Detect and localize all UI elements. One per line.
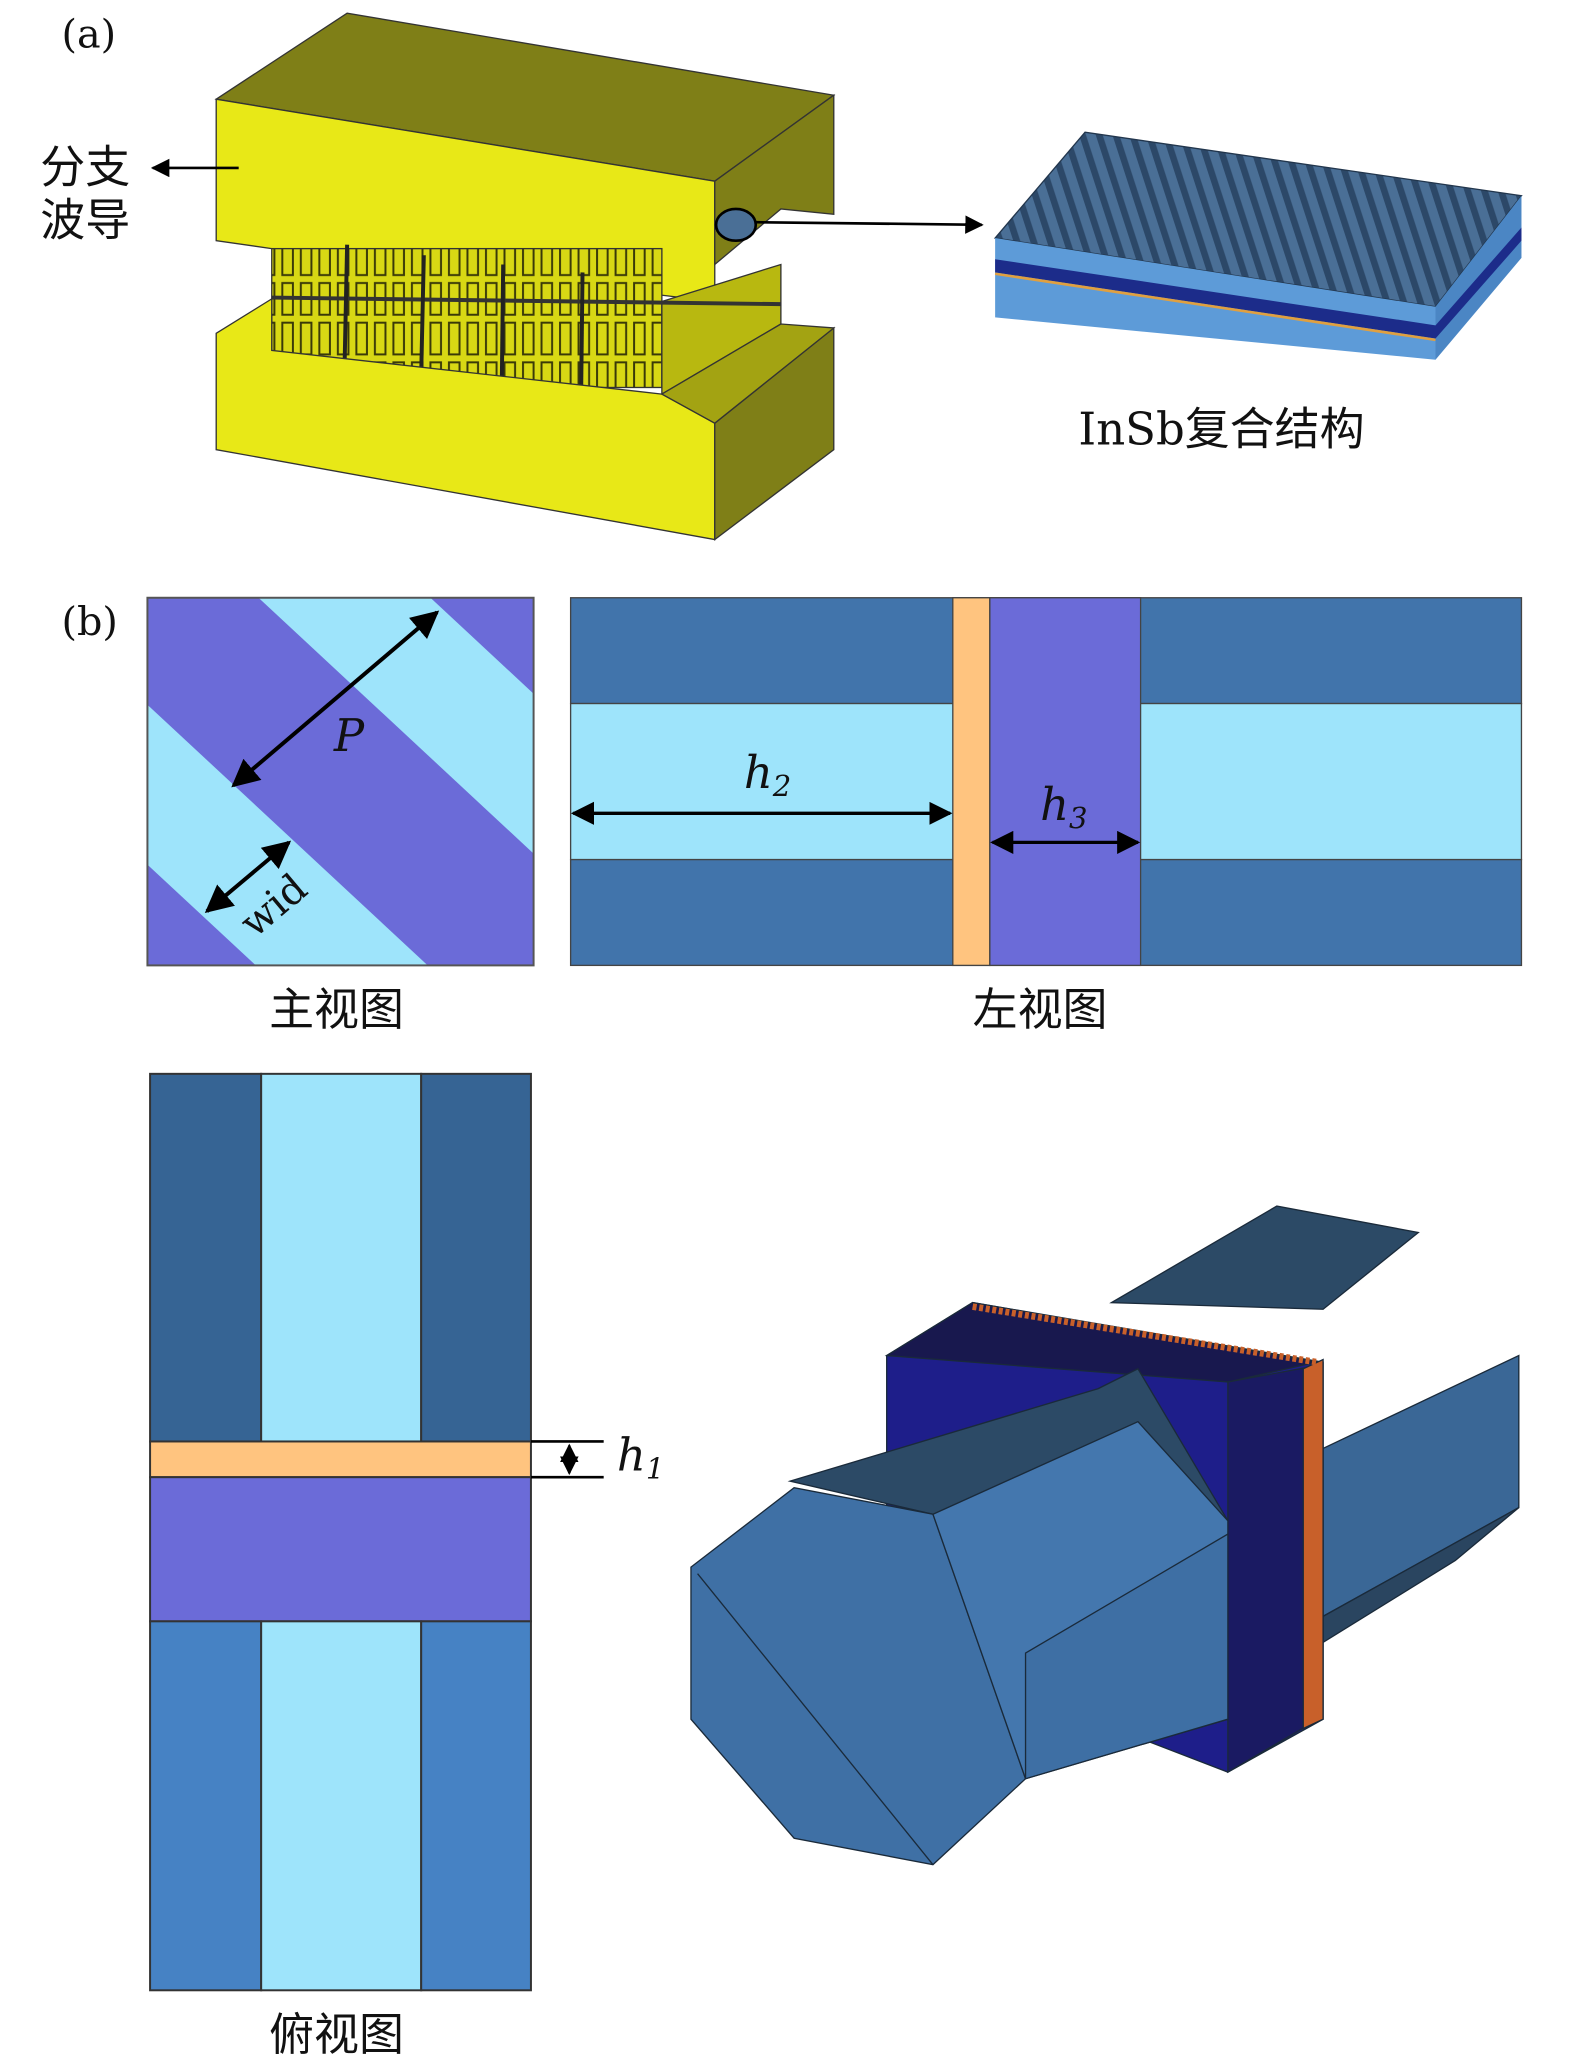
waveguide-model xyxy=(214,12,836,541)
insb-caption: InSb复合结构 xyxy=(1078,402,1364,455)
top-view xyxy=(149,1072,532,1992)
front-view-caption: 主视图 xyxy=(269,983,404,1036)
comb-posts xyxy=(342,244,585,388)
top-metal-layer xyxy=(149,1440,532,1479)
left-block-slant xyxy=(690,1487,1027,1866)
left-block-box-side xyxy=(1024,1532,1229,1780)
insb-structure xyxy=(993,131,1523,360)
metal-strip-top-edge xyxy=(972,1303,1318,1366)
top-lower-channel xyxy=(260,1620,423,1992)
panel-b-label: (b) xyxy=(61,599,117,645)
comb-rail xyxy=(271,295,781,307)
left-block-edge xyxy=(697,1573,934,1866)
top-upper-channel xyxy=(260,1072,423,1443)
insb-metal-line xyxy=(994,272,1436,342)
branch-label-line1: 分支 xyxy=(40,140,130,193)
waveguide-slot-floor xyxy=(660,323,836,424)
left-view-caption: 左视图 xyxy=(973,983,1108,1036)
top-lower-left-wall xyxy=(149,1620,263,1992)
inset-arrow xyxy=(754,215,984,234)
top-lower-right-wall xyxy=(420,1620,532,1992)
frame-front xyxy=(1227,1366,1308,1774)
period-arrow xyxy=(231,610,440,788)
left-metal-layer xyxy=(952,597,991,967)
h1-label: h1 xyxy=(617,1429,664,1486)
insb-dielectric-layer xyxy=(995,227,1522,339)
period-label: P xyxy=(333,709,365,762)
top-upper-left-wall xyxy=(149,1072,263,1443)
top-upper-right-wall xyxy=(420,1072,532,1443)
upper-beam-top xyxy=(1109,1205,1420,1310)
h3-label: h3 xyxy=(1040,778,1087,835)
unit-cell-3d xyxy=(690,1205,1520,1866)
branch-label-line2: 波导 xyxy=(40,193,130,246)
top-dielectric-layer xyxy=(149,1476,532,1623)
metal-strip xyxy=(1302,1358,1324,1730)
width-arrow xyxy=(204,840,292,913)
highlight-circle xyxy=(714,207,758,243)
left-dielectric-layer xyxy=(989,597,1142,967)
h2-label: h2 xyxy=(744,746,791,803)
panel-a-label: (a) xyxy=(61,12,116,58)
top-view-caption: 俯视图 xyxy=(269,2008,404,2061)
